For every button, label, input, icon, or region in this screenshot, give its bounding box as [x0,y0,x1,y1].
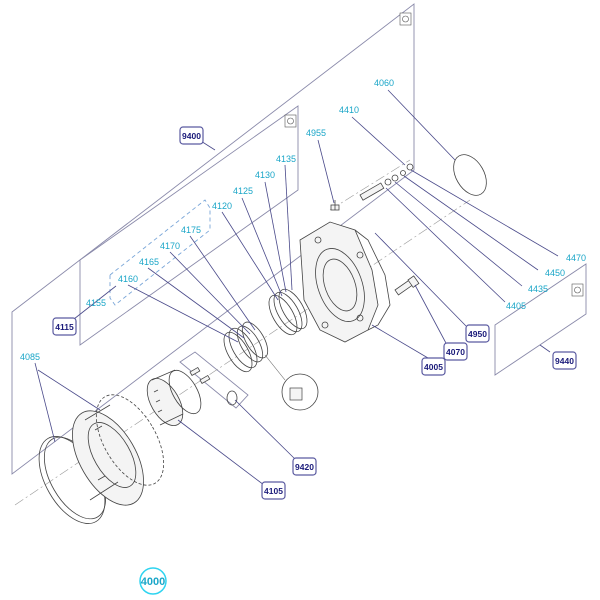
leader-lines [34,89,559,486]
part-4070-bolt [394,275,420,296]
svg-text:4105: 4105 [264,486,283,496]
part-spring-set [268,288,308,336]
kit-label-9400[interactable]: 9400 [179,126,204,145]
part-label-4120: 4120 [212,201,232,211]
part-label-4410: 4410 [339,105,359,115]
part-4955-screw [330,200,340,211]
part-label-4175: 4175 [181,225,201,235]
kit-label-9420[interactable]: 9420 [292,457,317,476]
part-9420-pins [189,366,238,406]
part-label-4470: 4470 [566,253,586,263]
kit-label-4105[interactable]: 4105 [261,481,286,500]
seal-kit-outline [109,199,211,306]
part-label-4450: 4450 [545,268,565,278]
part-label-4155: 4155 [86,298,106,308]
svg-text:4070: 4070 [446,347,465,357]
kit-label-4115[interactable]: 4115 [52,317,77,336]
part-label-4130: 4130 [255,170,275,180]
part-label-4085: 4085 [20,352,40,362]
part-label-4165: 4165 [139,257,159,267]
part-label-4405: 4405 [506,301,526,311]
panel-icon [399,12,412,26]
svg-text:4005: 4005 [424,362,443,372]
kit-label-4950[interactable]: 4950 [465,324,490,343]
part-4105-sleeve [146,369,202,426]
part-4060-oring [453,154,487,196]
svg-text:4950: 4950 [468,329,487,339]
detail-callout [264,354,319,411]
kit-panel-inner [79,105,299,346]
kit-panel-right [494,263,587,376]
part-label-4955: 4955 [306,128,326,138]
panel-icon [284,114,297,128]
part-valve-stem [359,163,414,201]
part-labels: 4060 4410 4955 4135 4130 4125 4120 4175 … [20,78,586,362]
part-label-4170: 4170 [160,241,180,251]
kit-label-4070[interactable]: 4070 [443,342,468,361]
part-4005-housing [299,221,391,343]
svg-text:9400: 9400 [182,131,201,141]
svg-text:4000: 4000 [141,576,165,588]
part-label-4135: 4135 [276,154,296,164]
kit-panel-lower [179,351,249,409]
part-label-4435: 4435 [528,284,548,294]
center-axis [329,159,411,211]
part-label-4160: 4160 [118,274,138,284]
part-oring-set [223,321,269,373]
panel-icon [571,283,584,297]
svg-text:4115: 4115 [55,322,74,332]
part-label-4125: 4125 [233,186,253,196]
kit-label-9440[interactable]: 9440 [552,351,577,370]
part-threaded-nut [72,394,165,506]
svg-text:9440: 9440 [555,356,574,366]
kit-label-4005[interactable]: 4005 [421,357,446,376]
assembly-badge-4000[interactable]: 4000 [139,567,167,595]
part-label-4060: 4060 [374,78,394,88]
svg-text:9420: 9420 [295,462,314,472]
